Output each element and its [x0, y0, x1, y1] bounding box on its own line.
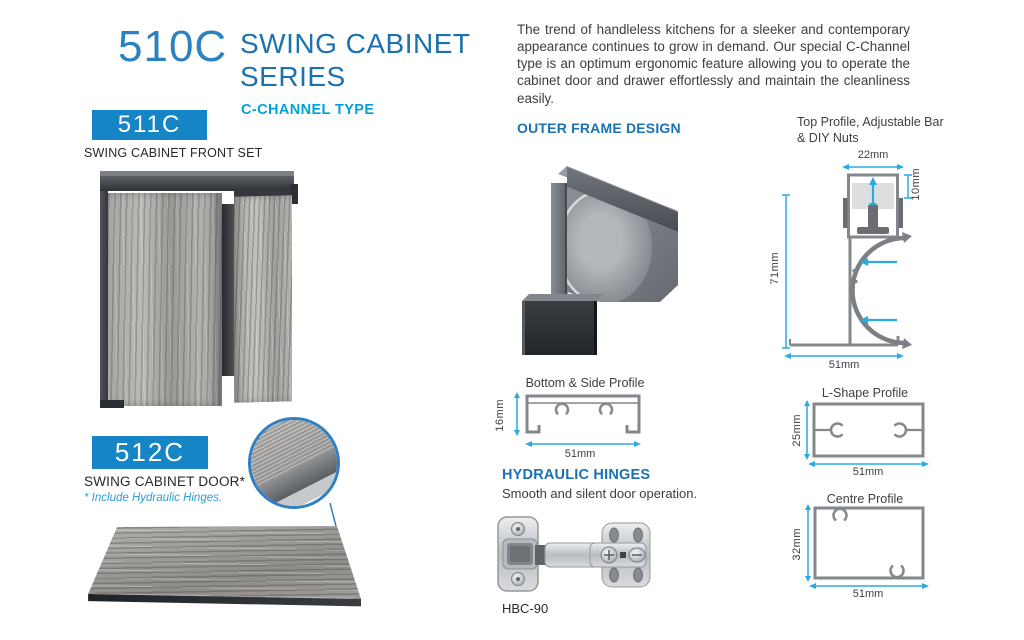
top-profile-title-line2: & DIY Nuts	[797, 131, 859, 145]
page-title-model: 510C	[118, 22, 228, 71]
centre-width-label: 51mm	[852, 588, 884, 600]
l-shape-profile-diagram	[804, 400, 929, 467]
intro-paragraph: The trend of handleless kitchens for a s…	[517, 22, 910, 106]
cabinet-center-post	[222, 204, 234, 376]
top-profile-bar-height-label: 10mm	[910, 168, 922, 201]
outer-frame-image	[522, 166, 678, 355]
series-line1: SWING CABINET	[240, 28, 471, 59]
cabinet-right-door	[234, 195, 292, 403]
cabinet-left-edge	[100, 191, 108, 403]
top-profile-height-label: 71mm	[769, 252, 781, 285]
bottom-side-height-label: 16mm	[494, 399, 506, 432]
channel-type-subtitle: C-CHANNEL TYPE	[241, 102, 375, 118]
cabinet-front-set-image	[98, 170, 298, 408]
cabinet-top-rail-lip	[100, 171, 294, 176]
outer-frame-heading: OUTER FRAME DESIGN	[517, 120, 681, 136]
hydraulic-hinges-heading: HYDRAULIC HINGES	[502, 467, 651, 483]
cabinet-door-image	[80, 518, 370, 613]
top-profile-title-line1: Top Profile, Adjustable Bar	[797, 115, 944, 129]
page-title-series: SWING CABINET SERIES	[240, 27, 471, 93]
series-line2: SERIES	[240, 61, 346, 92]
top-profile-width-label: 51mm	[828, 359, 860, 371]
cabinet-right-cap-hook	[290, 184, 298, 204]
l-shape-profile-title: L-Shape Profile	[821, 386, 909, 400]
centre-height-label: 32mm	[791, 528, 803, 561]
top-profile-bar-width-label: 22mm	[857, 149, 889, 161]
cabinet-left-door	[108, 193, 222, 406]
l-shape-width-label: 51mm	[852, 466, 884, 478]
bottom-side-width-label: 51mm	[564, 448, 596, 460]
l-shape-height-label: 25mm	[791, 414, 803, 447]
hydraulic-hinges-note: * Include Hydraulic Hinges.	[84, 492, 223, 504]
centre-profile-title: Centre Profile	[826, 492, 904, 506]
door-edge-detail-art	[251, 420, 337, 506]
top-profile-diagram	[782, 164, 912, 359]
product-code-badge-511c: 511C	[92, 110, 207, 140]
hinge-model-label: HBC-90	[502, 601, 549, 616]
cabinet-foot	[100, 400, 124, 408]
door-panel-top-face	[88, 525, 362, 600]
hydraulic-hinges-subtitle: Smooth and silent door operation.	[502, 486, 698, 501]
product-label-door: SWING CABINET DOOR*	[84, 474, 246, 489]
bottom-side-profile-title: Bottom & Side Profile	[525, 376, 645, 390]
centre-profile-diagram	[805, 504, 929, 589]
product-label-front-set: SWING CABINET FRONT SET	[84, 146, 263, 160]
product-code-badge-512c: 512C	[92, 436, 208, 469]
door-edge-detail-inset	[248, 417, 340, 509]
hinge-image	[497, 516, 651, 592]
bottom-side-profile-diagram	[514, 392, 641, 447]
